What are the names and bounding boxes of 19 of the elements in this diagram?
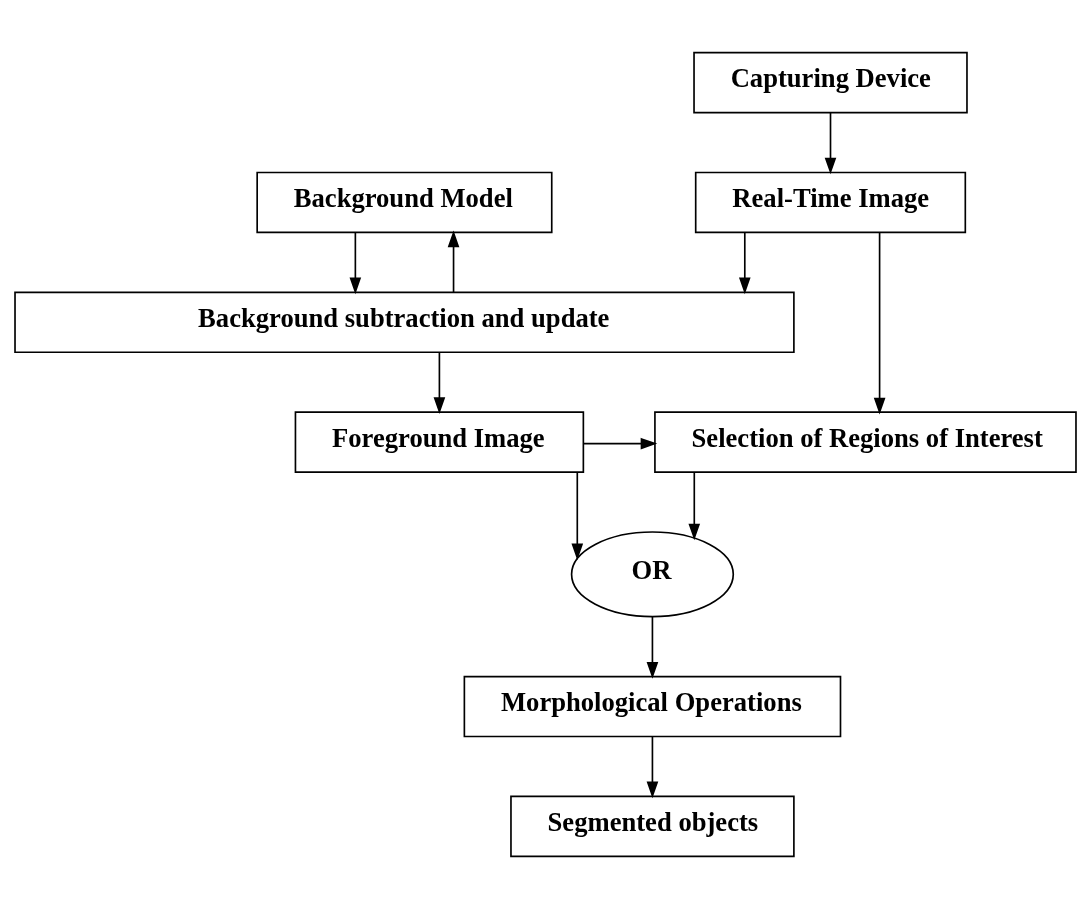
arrow — [688, 471, 701, 541]
node-box: Foreground Image — [294, 411, 585, 473]
arrow — [433, 351, 446, 414]
arrow — [646, 735, 659, 799]
arrow — [873, 231, 886, 415]
arrow — [738, 231, 751, 295]
arrow — [571, 471, 584, 561]
node-box: Real-Time Image — [694, 171, 967, 234]
node-box: Capturing Device — [693, 51, 968, 114]
node-box: Background subtraction and update — [14, 291, 795, 354]
node-box: Background Model — [256, 171, 553, 234]
arrow — [349, 231, 362, 295]
arrow — [824, 112, 837, 175]
arrow — [582, 437, 658, 450]
node-box: Selection of Regions of Interest — [654, 411, 1077, 473]
arrow — [447, 230, 460, 293]
node-box: Morphological Operations — [463, 675, 842, 738]
arrow — [646, 616, 659, 679]
node-box: Segmented objects — [510, 795, 795, 858]
